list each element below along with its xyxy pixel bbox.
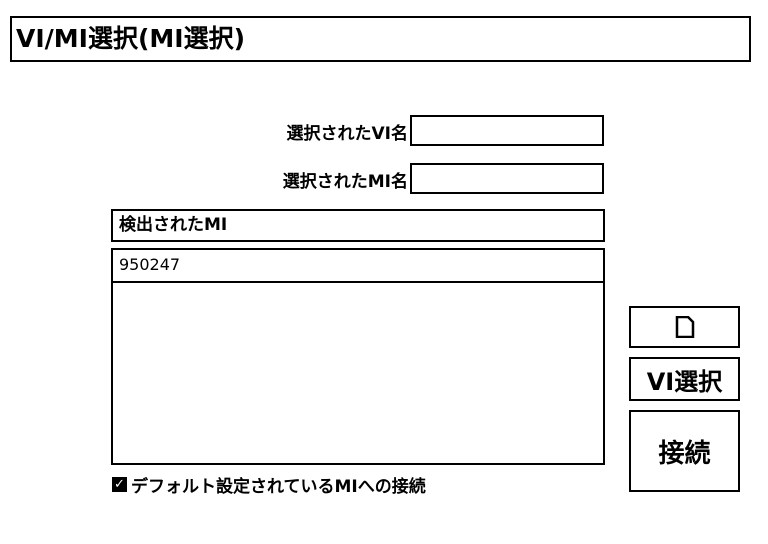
window-title: VI/MI選択(MI選択) bbox=[10, 16, 751, 62]
new-document-button[interactable] bbox=[629, 306, 740, 348]
checkbox-checked-icon[interactable]: ✓ bbox=[112, 477, 127, 492]
selected-mi-field[interactable] bbox=[410, 163, 604, 194]
selected-vi-field[interactable] bbox=[410, 115, 604, 146]
selected-vi-label: 選択されたVI名 bbox=[286, 124, 408, 144]
connect-button[interactable]: 接続 bbox=[629, 410, 740, 492]
default-connect-checkbox-row[interactable]: ✓ デフォルト設定されているMIへの接続 bbox=[112, 472, 426, 497]
document-icon bbox=[675, 316, 694, 338]
vi-select-button[interactable]: VI選択 bbox=[629, 357, 740, 401]
mi-list[interactable]: 950247 bbox=[111, 248, 605, 465]
detected-mi-header: 検出されたMI bbox=[111, 209, 605, 242]
default-connect-label: デフォルト設定されているMIへの接続 bbox=[131, 477, 426, 497]
mi-list-item[interactable]: 950247 bbox=[113, 250, 603, 283]
selected-mi-label: 選択されたMI名 bbox=[282, 172, 408, 192]
